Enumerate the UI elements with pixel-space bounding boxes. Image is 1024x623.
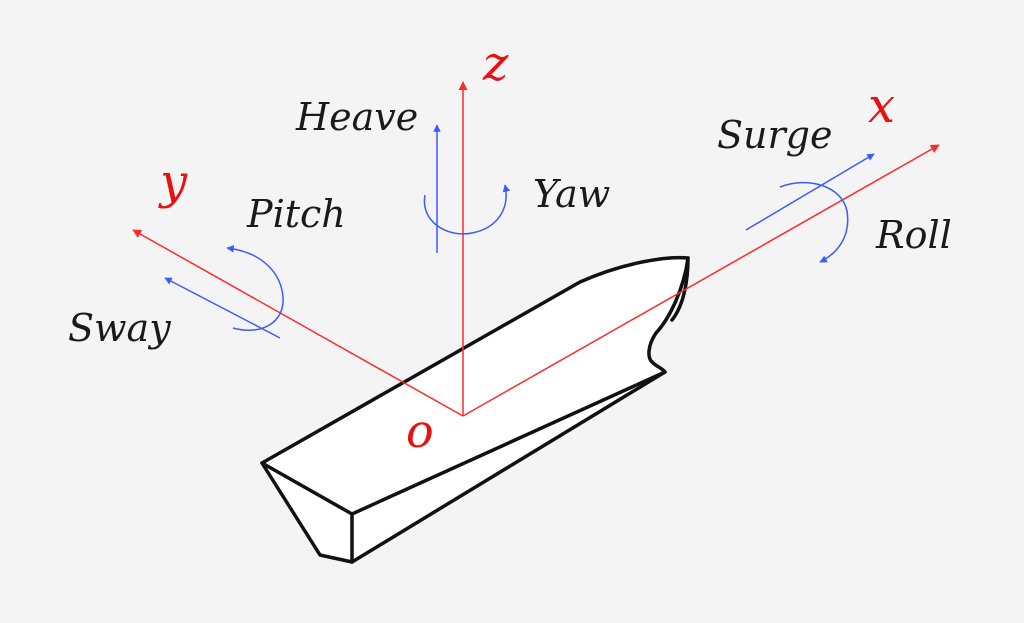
y-axis-label: y <box>158 154 188 210</box>
yaw-rotation-icon <box>423 184 511 235</box>
x-axis-line <box>462 144 940 417</box>
sway-arrow-icon <box>164 277 281 339</box>
surge-arrow-icon <box>745 153 875 231</box>
pitch-label: Pitch <box>246 192 346 236</box>
surge-label: Surge <box>717 113 832 157</box>
hull-bow-edge <box>670 256 690 322</box>
z-axis-label: z <box>482 36 509 92</box>
yaw-label: Yaw <box>533 172 610 216</box>
coordinate-axes <box>132 81 940 417</box>
roll-label: Roll <box>875 213 952 257</box>
origin-label: o <box>406 404 434 458</box>
y-axis-line <box>132 229 464 417</box>
pitch-rotation-icon <box>226 245 284 331</box>
sway-label: Sway <box>68 306 171 350</box>
x-axis-label: x <box>868 78 895 134</box>
heave-label: Heave <box>295 95 418 139</box>
roll-rotation-icon <box>779 181 849 263</box>
